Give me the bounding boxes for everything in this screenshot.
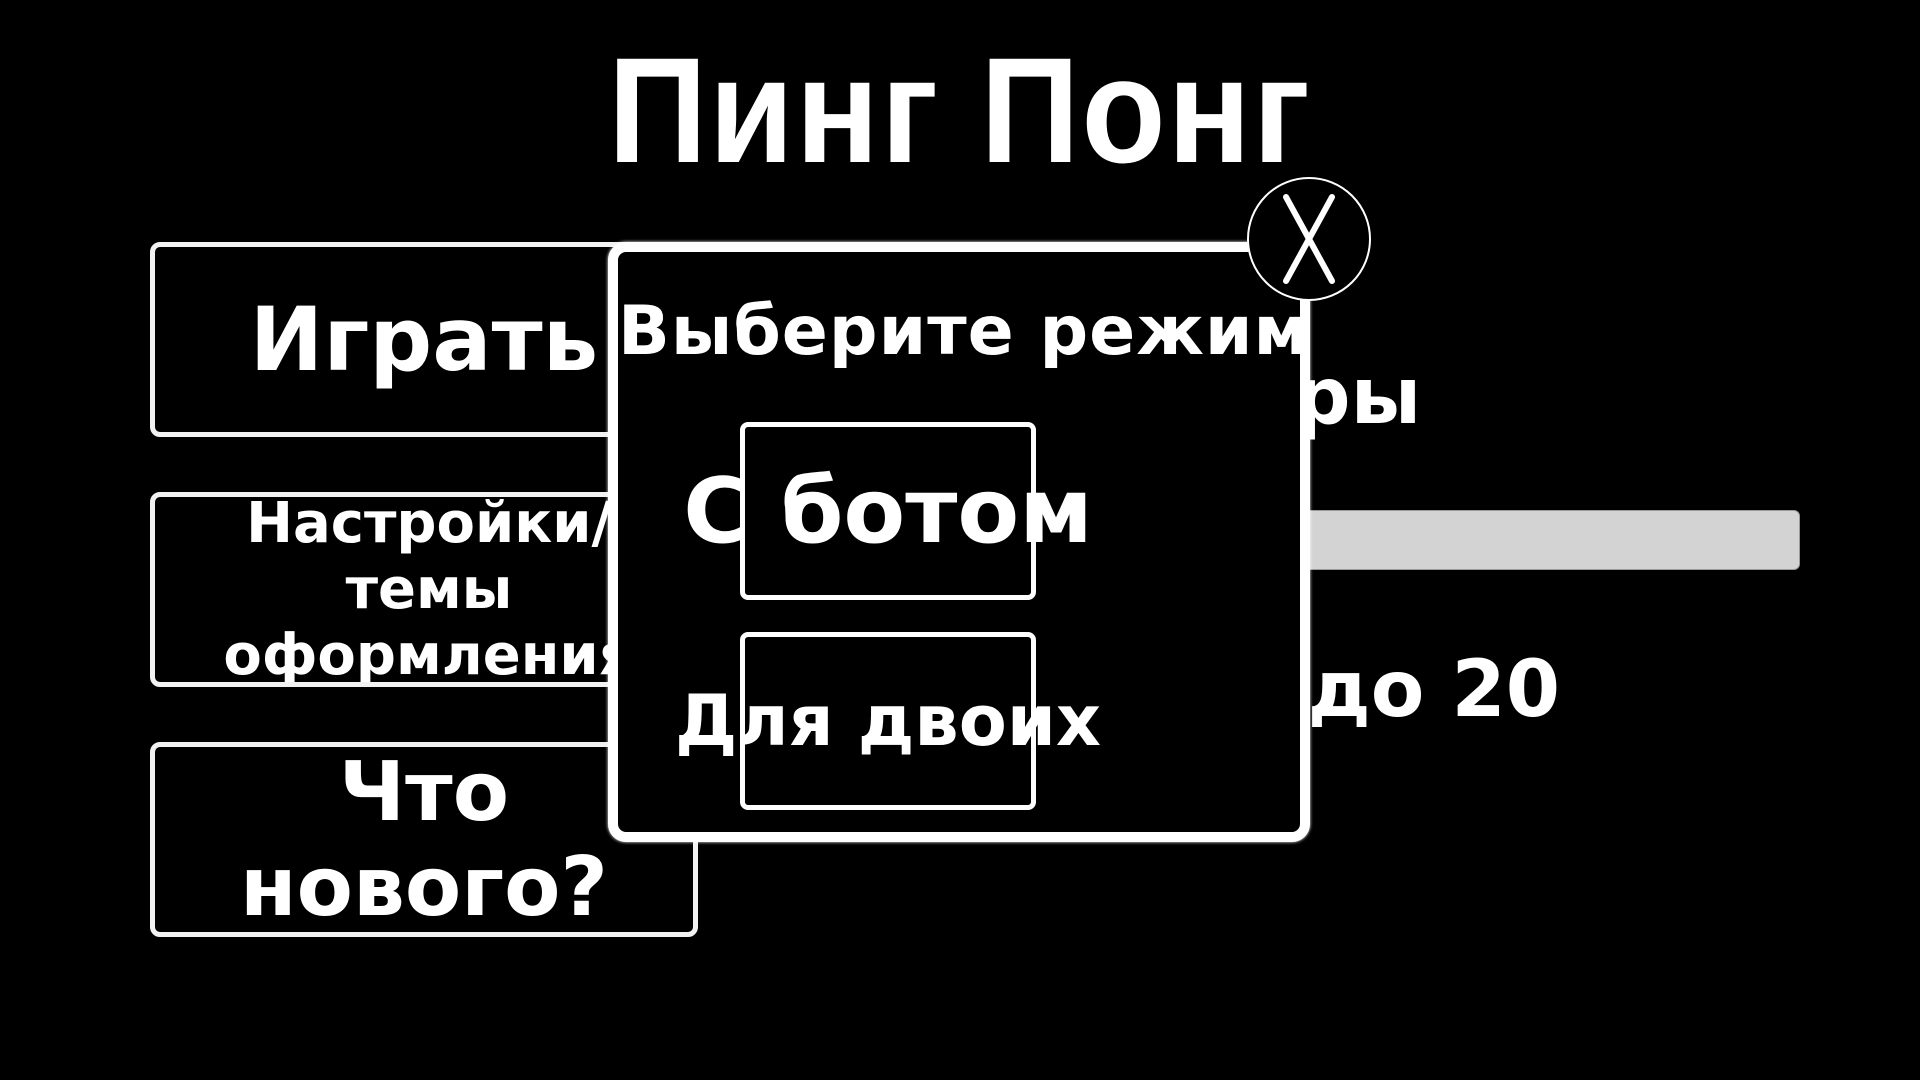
vs-bot-button[interactable]: С ботом (683, 422, 1093, 600)
game-title: Пинг Понг (607, 26, 1313, 194)
play-button-label: Играть (249, 288, 599, 391)
settings-themes-button-label: Настройки/темы оформления (223, 492, 635, 687)
settings-themes-button[interactable]: Настройки/темы оформления (150, 492, 698, 687)
play-button[interactable]: Играть (150, 242, 698, 437)
whats-new-button-label: Что нового? (240, 744, 608, 935)
close-x-icon (1283, 194, 1335, 284)
two-players-button[interactable]: Для двоих (675, 632, 1101, 810)
close-dialog-button[interactable] (1247, 177, 1371, 301)
mode-select-dialog: Выберите режим С ботом Для двоих (608, 242, 1310, 842)
vs-bot-button-label: С ботом (683, 458, 1093, 564)
dialog-title: Выберите режим (618, 292, 1311, 371)
whats-new-button[interactable]: Что нового? (150, 742, 698, 937)
two-players-button-label: Для двоих (674, 680, 1102, 762)
score-limit-label: до 20 (1307, 645, 1560, 735)
